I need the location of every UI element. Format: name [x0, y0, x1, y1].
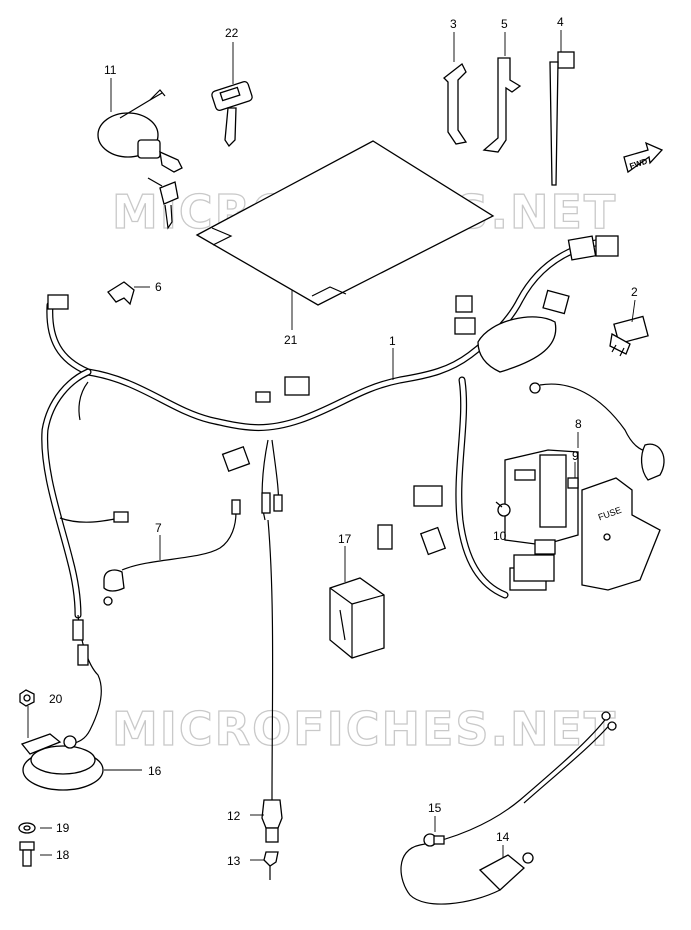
- part-20-nut: [19, 689, 35, 707]
- callout-17: 17: [338, 532, 352, 546]
- callout-12: 12: [227, 809, 241, 823]
- callout-10: 10: [493, 529, 507, 543]
- callout-16: 16: [148, 764, 162, 778]
- part-19-washer: [18, 822, 36, 834]
- callout-3: 3: [450, 17, 457, 31]
- leader-lines: [27, 30, 636, 861]
- part-11-ignition-switch: [97, 89, 183, 230]
- part-10-screw: [495, 501, 511, 517]
- part-5-clamp: [482, 57, 522, 153]
- callout-8: 8: [575, 417, 582, 431]
- callout-14: 14: [496, 830, 510, 844]
- callout-7: 7: [155, 521, 162, 535]
- part-2-relay: [609, 315, 649, 357]
- part-9-fuse: [567, 477, 579, 489]
- callout-1: 1: [389, 334, 396, 348]
- part-21-manual-sheet: [195, 140, 495, 306]
- callout-2: 2: [631, 285, 638, 299]
- callout-22: 22: [225, 26, 239, 40]
- fwd-arrow-icon: FWD: [623, 141, 664, 174]
- watermark-bottom: MICROFICHES.NET: [112, 702, 617, 756]
- part-22-key: [211, 81, 253, 148]
- part-12-switch: [261, 799, 283, 843]
- part-1-main-wiring-harness: [41, 235, 619, 619]
- part-7-wire-lead: [103, 499, 241, 606]
- callout-20: 20: [49, 692, 63, 706]
- callout-4: 4: [557, 15, 564, 29]
- branch-wires: [59, 381, 283, 801]
- callout-9: 9: [572, 449, 579, 463]
- callout-21: 21: [284, 333, 298, 347]
- part-4-cable-tie: [549, 51, 575, 186]
- callout-6: 6: [155, 280, 162, 294]
- part-17-relay: [329, 577, 385, 659]
- part-13-nut: [263, 851, 279, 880]
- callout-5: 5: [501, 17, 508, 31]
- callout-labels: 22 11 3 5 4 6 21 2 1 8 9 10 7 17 20 16 1…: [49, 15, 638, 868]
- part-18-bolt: [19, 841, 35, 867]
- part-16-horn: [20, 733, 104, 791]
- callout-19: 19: [56, 821, 70, 835]
- part-3-clamp: [443, 63, 468, 145]
- part-15-bolt: [423, 833, 445, 847]
- callout-15: 15: [428, 801, 442, 815]
- callout-11: 11: [104, 63, 117, 77]
- callout-13: 13: [227, 854, 241, 868]
- callout-18: 18: [56, 848, 70, 862]
- part-6-clip: [107, 281, 135, 306]
- part-14-lead-wire: [400, 711, 617, 905]
- part-8-fuse-box-assembly: FUSE: [504, 382, 665, 591]
